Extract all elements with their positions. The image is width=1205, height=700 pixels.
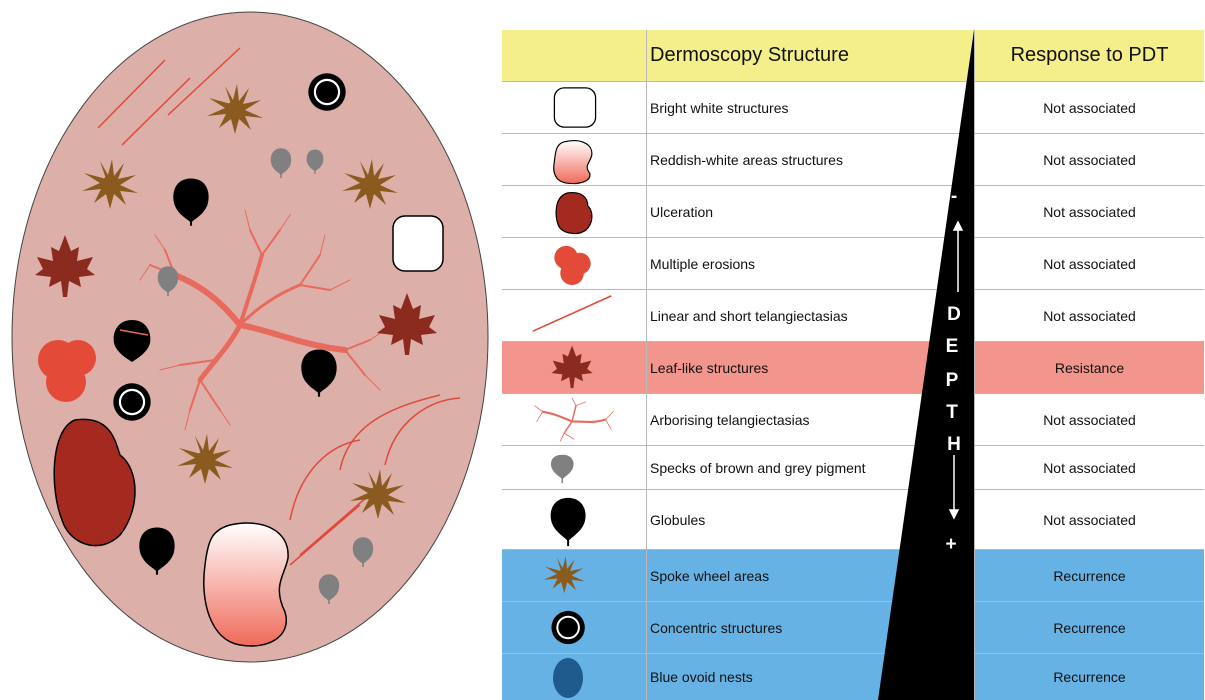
row-response: Not associated (974, 446, 1204, 489)
concentric-icon (502, 602, 647, 653)
arborising-icon (502, 394, 647, 445)
header-structure: Dermoscopy Structure (650, 30, 849, 81)
row-response: Resistance (974, 342, 1204, 393)
row-response: Not associated (974, 394, 1204, 445)
table-header: Dermoscopy Structure Response to PDT (502, 30, 1204, 82)
row-structure: Globules (650, 490, 705, 549)
table-row: Blue ovoid nests Recurrence (502, 654, 1204, 700)
row-structure: Arborising telangiectasias (650, 394, 810, 445)
lesion-illustration (0, 0, 500, 700)
ulceration-icon (502, 186, 647, 237)
header-response: Response to PDT (974, 30, 1204, 81)
bright-white-icon (502, 82, 647, 133)
row-response: Not associated (974, 290, 1204, 341)
table-row: Linear and short telangiectasias Not ass… (502, 290, 1204, 342)
row-response: Not associated (974, 82, 1204, 133)
blue-ovoid-icon (502, 654, 647, 700)
row-structure: Leaf-like structures (650, 342, 768, 393)
telangiectasia-line-icon (502, 290, 647, 341)
row-response: Not associated (974, 490, 1204, 549)
row-response: Recurrence (974, 602, 1204, 653)
row-response: Not associated (974, 238, 1204, 289)
row-response: Not associated (974, 186, 1204, 237)
table-row: Specks of brown and grey pigment Not ass… (502, 446, 1204, 490)
globule-icon (502, 490, 647, 549)
table-row: Concentric structures Recurrence (502, 602, 1204, 654)
row-structure: Reddish-white areas structures (650, 134, 843, 185)
table-row: Globules Not associated (502, 490, 1204, 550)
table-row: Ulceration Not associated (502, 186, 1204, 238)
leaf-icon (502, 342, 647, 393)
row-structure: Concentric structures (650, 602, 782, 653)
row-structure: Multiple erosions (650, 238, 755, 289)
row-structure: Blue ovoid nests (650, 654, 753, 700)
row-structure: Ulceration (650, 186, 713, 237)
grey-speck-icon (502, 446, 647, 489)
table-row: Reddish-white areas structures Not assoc… (502, 134, 1204, 186)
multiple-erosions-icon (502, 238, 647, 289)
row-structure: Spoke wheel areas (650, 550, 769, 601)
reddish-white-icon (502, 134, 647, 185)
row-structure: Specks of brown and grey pigment (650, 446, 866, 489)
table-row: Bright white structures Not associated (502, 82, 1204, 134)
row-structure: Bright white structures (650, 82, 789, 133)
table-row: Spoke wheel areas Recurrence (502, 550, 1204, 602)
row-response: Not associated (974, 134, 1204, 185)
row-response: Recurrence (974, 550, 1204, 601)
table-row: Leaf-like structures Resistance (502, 342, 1204, 394)
row-response: Recurrence (974, 654, 1204, 700)
table-row: Arborising telangiectasias Not associate… (502, 394, 1204, 446)
spoke-wheel-icon (502, 550, 647, 601)
header-icon-cell (502, 30, 647, 81)
table-row: Multiple erosions Not associated (502, 238, 1204, 290)
row-structure: Linear and short telangiectasias (650, 290, 848, 341)
